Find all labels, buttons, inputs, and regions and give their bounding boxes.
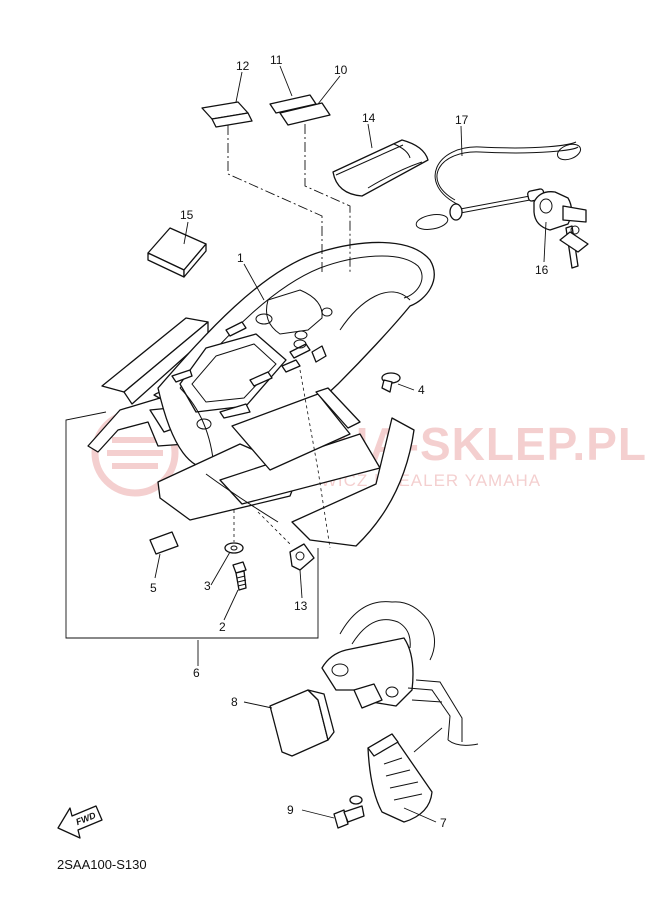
pad-5 xyxy=(149,531,179,555)
guard-7 xyxy=(367,733,433,823)
fwd-arrow: FWD xyxy=(57,805,103,839)
callout-10: 10 xyxy=(334,63,348,77)
tool-bag-14 xyxy=(332,139,429,197)
callout-2: 2 xyxy=(219,620,226,634)
cable-17 xyxy=(415,141,582,230)
callout-labels: 12 11 10 14 17 15 1 16 4 5 3 13 2 6 8 9 … xyxy=(150,53,549,830)
callout-5: 5 xyxy=(150,581,157,595)
side-panels xyxy=(157,369,415,549)
callout-7: 7 xyxy=(440,816,447,830)
callout-9: 9 xyxy=(287,803,294,817)
decal-12 xyxy=(201,101,253,128)
leader-12-to-fender xyxy=(227,125,323,274)
callout-6: 6 xyxy=(193,666,200,680)
bolt-9 xyxy=(333,795,365,829)
assembly-line-13 xyxy=(257,511,293,547)
callout-16: 16 xyxy=(535,263,549,277)
callout-4: 4 xyxy=(418,383,425,397)
callout-11: 11 xyxy=(270,53,283,67)
callout-17: 17 xyxy=(455,113,469,127)
plate-8 xyxy=(269,689,335,757)
washer-3 xyxy=(224,542,244,554)
nut-13 xyxy=(289,543,315,571)
callout-14: 14 xyxy=(362,111,376,125)
bolt-4 xyxy=(381,372,401,393)
bolt-2 xyxy=(232,561,247,591)
rear-fender-1 xyxy=(157,241,435,470)
callout-3: 3 xyxy=(204,579,211,593)
diagram-code: 2SAA100-S130 xyxy=(57,857,147,872)
callout-15: 15 xyxy=(180,208,194,222)
decal-10 xyxy=(279,102,331,126)
group-6-bracket xyxy=(65,411,319,639)
lock-16 xyxy=(533,191,589,269)
manual-15 xyxy=(147,227,207,278)
callout-12: 12 xyxy=(236,59,250,73)
callout-13: 13 xyxy=(294,599,308,613)
callout-8: 8 xyxy=(231,695,238,709)
leader-lines xyxy=(154,65,547,823)
leader-10-to-fender xyxy=(304,124,351,272)
frame-section xyxy=(321,601,479,746)
callout-1: 1 xyxy=(237,251,244,265)
